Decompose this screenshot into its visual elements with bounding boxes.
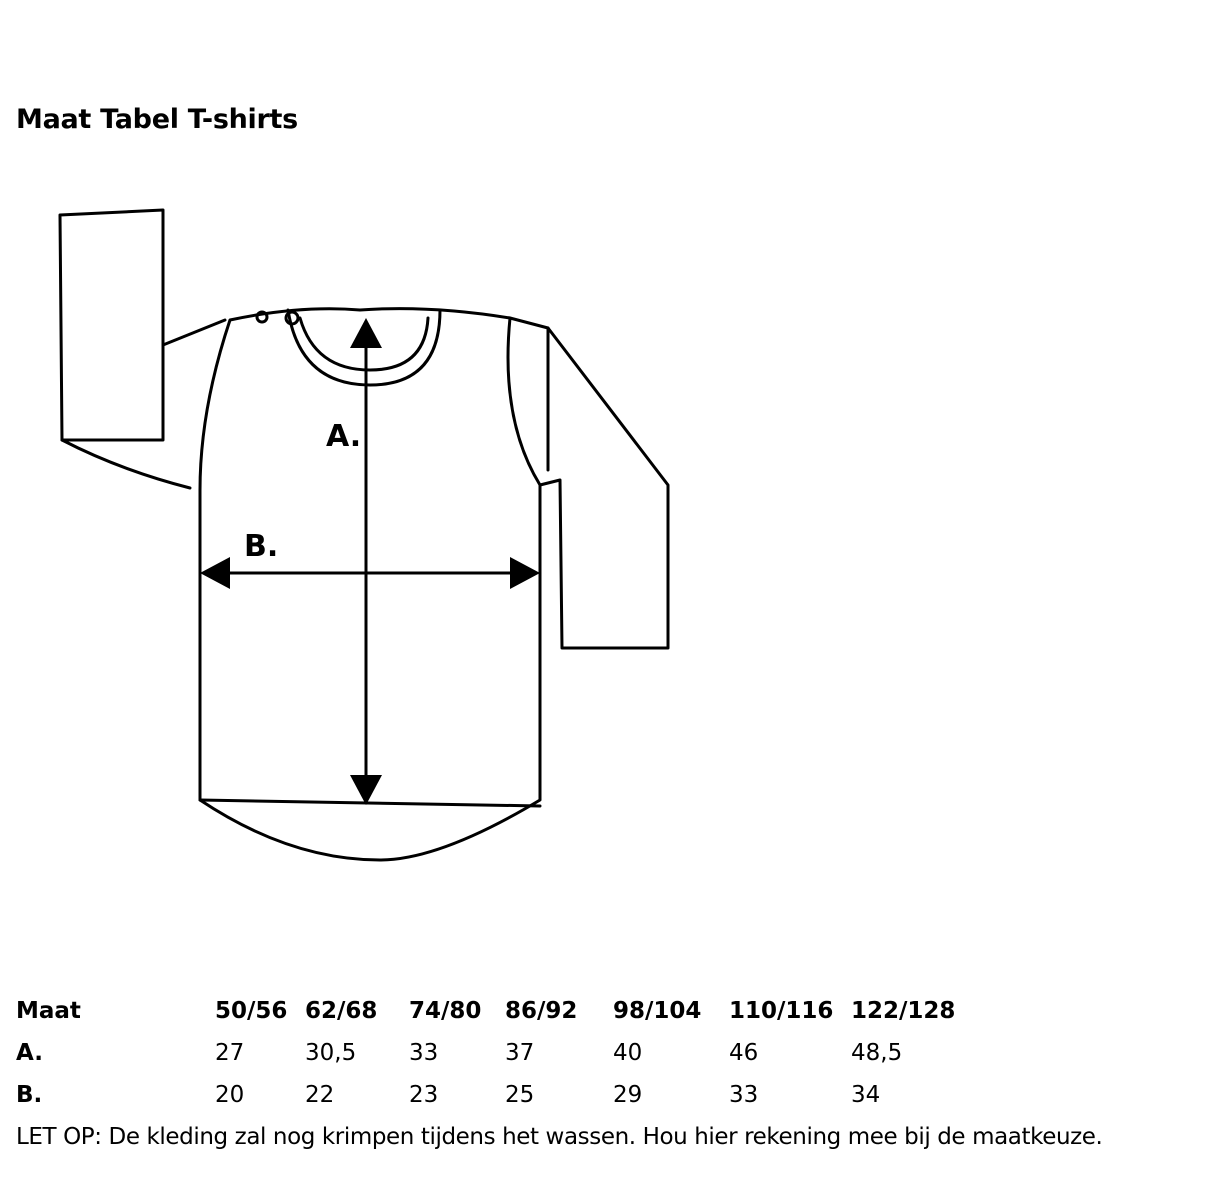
button-icon <box>284 310 300 326</box>
row-label: B. <box>16 1082 43 1108</box>
label-b: B. <box>244 529 278 564</box>
value-cell: 30,5 <box>305 1040 357 1066</box>
right-sleeve <box>508 316 670 650</box>
value-cell: 23 <box>409 1082 439 1108</box>
size-header-row: Maat 50/56 62/68 74/80 86/92 98/104 110/… <box>16 990 961 1032</box>
value-cell: 37 <box>505 1040 535 1066</box>
page-title: Maat Tabel T-shirts <box>16 104 298 135</box>
left-sleeve-cuff <box>58 208 165 442</box>
collar-inner <box>298 316 430 372</box>
value-cell: 34 <box>851 1082 881 1108</box>
shrink-note: LET OP: De kleding zal nog krimpen tijde… <box>16 1124 1103 1150</box>
size-cell: 98/104 <box>613 998 702 1024</box>
row-label: A. <box>16 1040 43 1066</box>
size-cell: 122/128 <box>851 998 956 1024</box>
value-cell: 22 <box>305 1082 335 1108</box>
value-cell: 46 <box>729 1040 759 1066</box>
left-sleeve <box>60 318 227 490</box>
value-cell: 27 <box>215 1040 245 1066</box>
size-cell: 50/56 <box>215 998 288 1024</box>
size-cell: 74/80 <box>409 998 482 1024</box>
shirt-body <box>198 307 542 862</box>
header-label: Maat <box>16 998 81 1024</box>
size-cell: 62/68 <box>305 998 378 1024</box>
measurement-row-b: B. 20 22 23 25 29 33 34 <box>16 1074 961 1116</box>
measure-b-arrow <box>200 557 540 589</box>
size-cell: 110/116 <box>729 998 834 1024</box>
value-cell: 33 <box>729 1082 759 1108</box>
value-cell: 25 <box>505 1082 535 1108</box>
value-cell: 40 <box>613 1040 643 1066</box>
measurement-row-a: A. 27 30,5 33 37 40 46 48,5 <box>16 1032 961 1074</box>
value-cell: 20 <box>215 1082 245 1108</box>
value-cell: 33 <box>409 1040 439 1066</box>
measure-a-arrow <box>350 318 382 805</box>
collar-outer <box>286 308 442 387</box>
size-table: Maat 50/56 62/68 74/80 86/92 98/104 110/… <box>16 990 961 1116</box>
shirt-hem <box>198 798 542 808</box>
label-a: A. <box>326 419 361 454</box>
button-icon <box>255 310 269 324</box>
value-cell: 29 <box>613 1082 643 1108</box>
tshirt-diagram: A. B. <box>58 208 670 862</box>
value-cell: 48,5 <box>851 1040 903 1066</box>
size-cell: 86/92 <box>505 998 578 1024</box>
